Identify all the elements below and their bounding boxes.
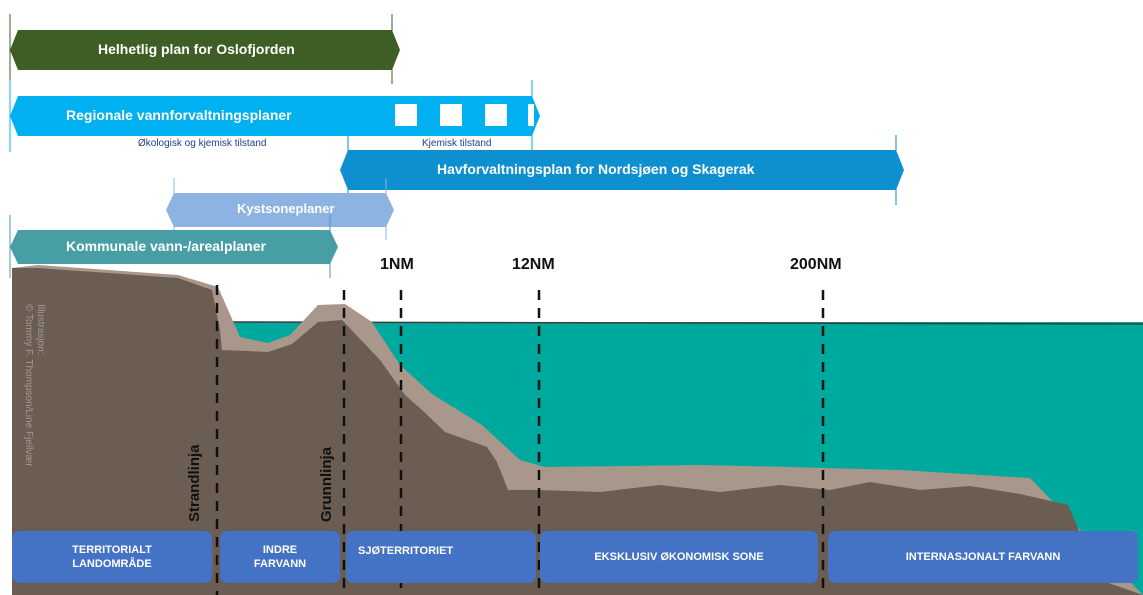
regional-label: Regionale vannforvaltningsplaner: [66, 107, 292, 123]
kommunale-label: Kommunale vann-/arealplaner: [66, 238, 266, 254]
regional-dash-2: [440, 104, 462, 126]
zone-indre-label: INDRE FARVANN: [253, 544, 307, 570]
nm200-label: 200NM: [790, 256, 842, 273]
zone-sjoterritoriet: SJØTERRITORIET: [346, 531, 536, 583]
zone-eksklusiv: EKSKLUSIV ØKONOMISK SONE: [540, 531, 818, 583]
regional-dash-3: [485, 104, 507, 126]
kystsone-label: Kystsoneplaner: [237, 201, 335, 216]
havforvaltning-label: Havforvaltningsplan for Nordsjøen og Ska…: [437, 161, 755, 177]
illustration-credit: Illustrasjon: © Tommy F. Thompson/Line F…: [22, 304, 46, 467]
zone-indre: INDRE FARVANN: [220, 531, 340, 583]
kystsone-arrow: [166, 193, 394, 227]
zone-territorialt-label: TERRITORIALT LANDOMRÅDE: [72, 544, 152, 570]
regional-dash-4: [528, 104, 534, 126]
zone-internasjonalt: INTERNASJONALT FARVANN: [828, 531, 1138, 583]
grunnlinja-label: Grunnlinja: [318, 447, 335, 522]
regional-sub-right: Kjemisk tilstand: [422, 138, 492, 149]
credit-line-2: © Tommy F. Thompson/Line Fjellvær: [23, 304, 34, 467]
regional-dash-1: [395, 104, 417, 126]
oslofjord-arrow: [10, 30, 400, 70]
zone-eksklusiv-label: EKSKLUSIV ØKONOMISK SONE: [594, 551, 764, 563]
zone-sjoterritoriet-label: SJØTERRITORIET: [358, 545, 454, 557]
oslofjord-label: Helhetlig plan for Oslofjorden: [98, 41, 295, 57]
zone-territorialt: TERRITORIALT LANDOMRÅDE: [12, 531, 212, 583]
credit-line-1: Illustrasjon:: [35, 304, 46, 355]
havforvaltning-arrow: [340, 150, 904, 190]
sea-surface: [231, 321, 1143, 325]
kommunale-arrow: [10, 230, 338, 264]
regional-sub-left: Økologisk og kjemisk tilstand: [138, 138, 267, 149]
strandlinja-label: Strandlinja: [186, 444, 203, 522]
zone-internasjonalt-label: INTERNASJONALT FARVANN: [905, 551, 1061, 563]
nm12-label: 12NM: [512, 256, 555, 273]
land: [12, 268, 1143, 595]
nm1-label: 1NM: [380, 256, 414, 273]
